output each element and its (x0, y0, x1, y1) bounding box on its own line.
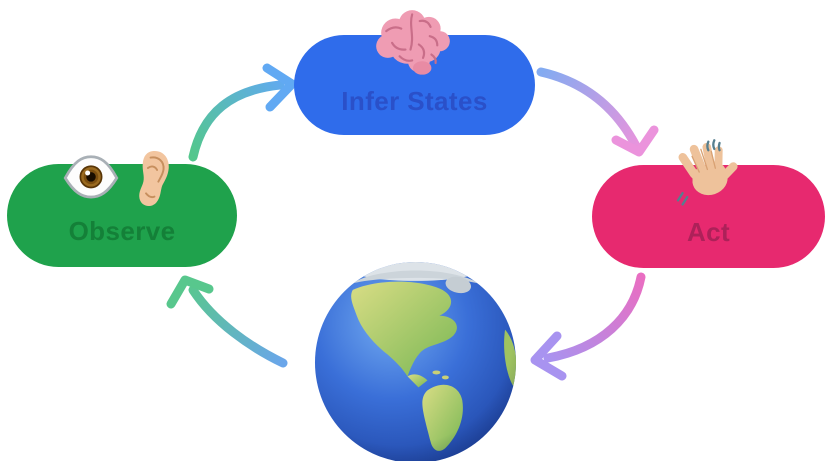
waving-hand-icon (676, 139, 738, 206)
node-act-label: Act (686, 217, 731, 247)
eye-icon (63, 155, 119, 199)
node-infer-states: Infer States (294, 35, 535, 135)
ear-icon (139, 150, 169, 207)
node-observe: Observe (7, 164, 237, 267)
arrow-world-to-observe (166, 275, 288, 368)
node-observe-label: Observe (68, 216, 176, 246)
globe-showing-americas-icon (314, 261, 517, 461)
arrow-act-to-world (530, 272, 646, 381)
node-infer-states-label: Infer States (341, 85, 488, 116)
brain-icon (376, 10, 450, 75)
arrow-observe-to-infer (188, 63, 297, 162)
arrow-infer-to-act (536, 67, 659, 157)
